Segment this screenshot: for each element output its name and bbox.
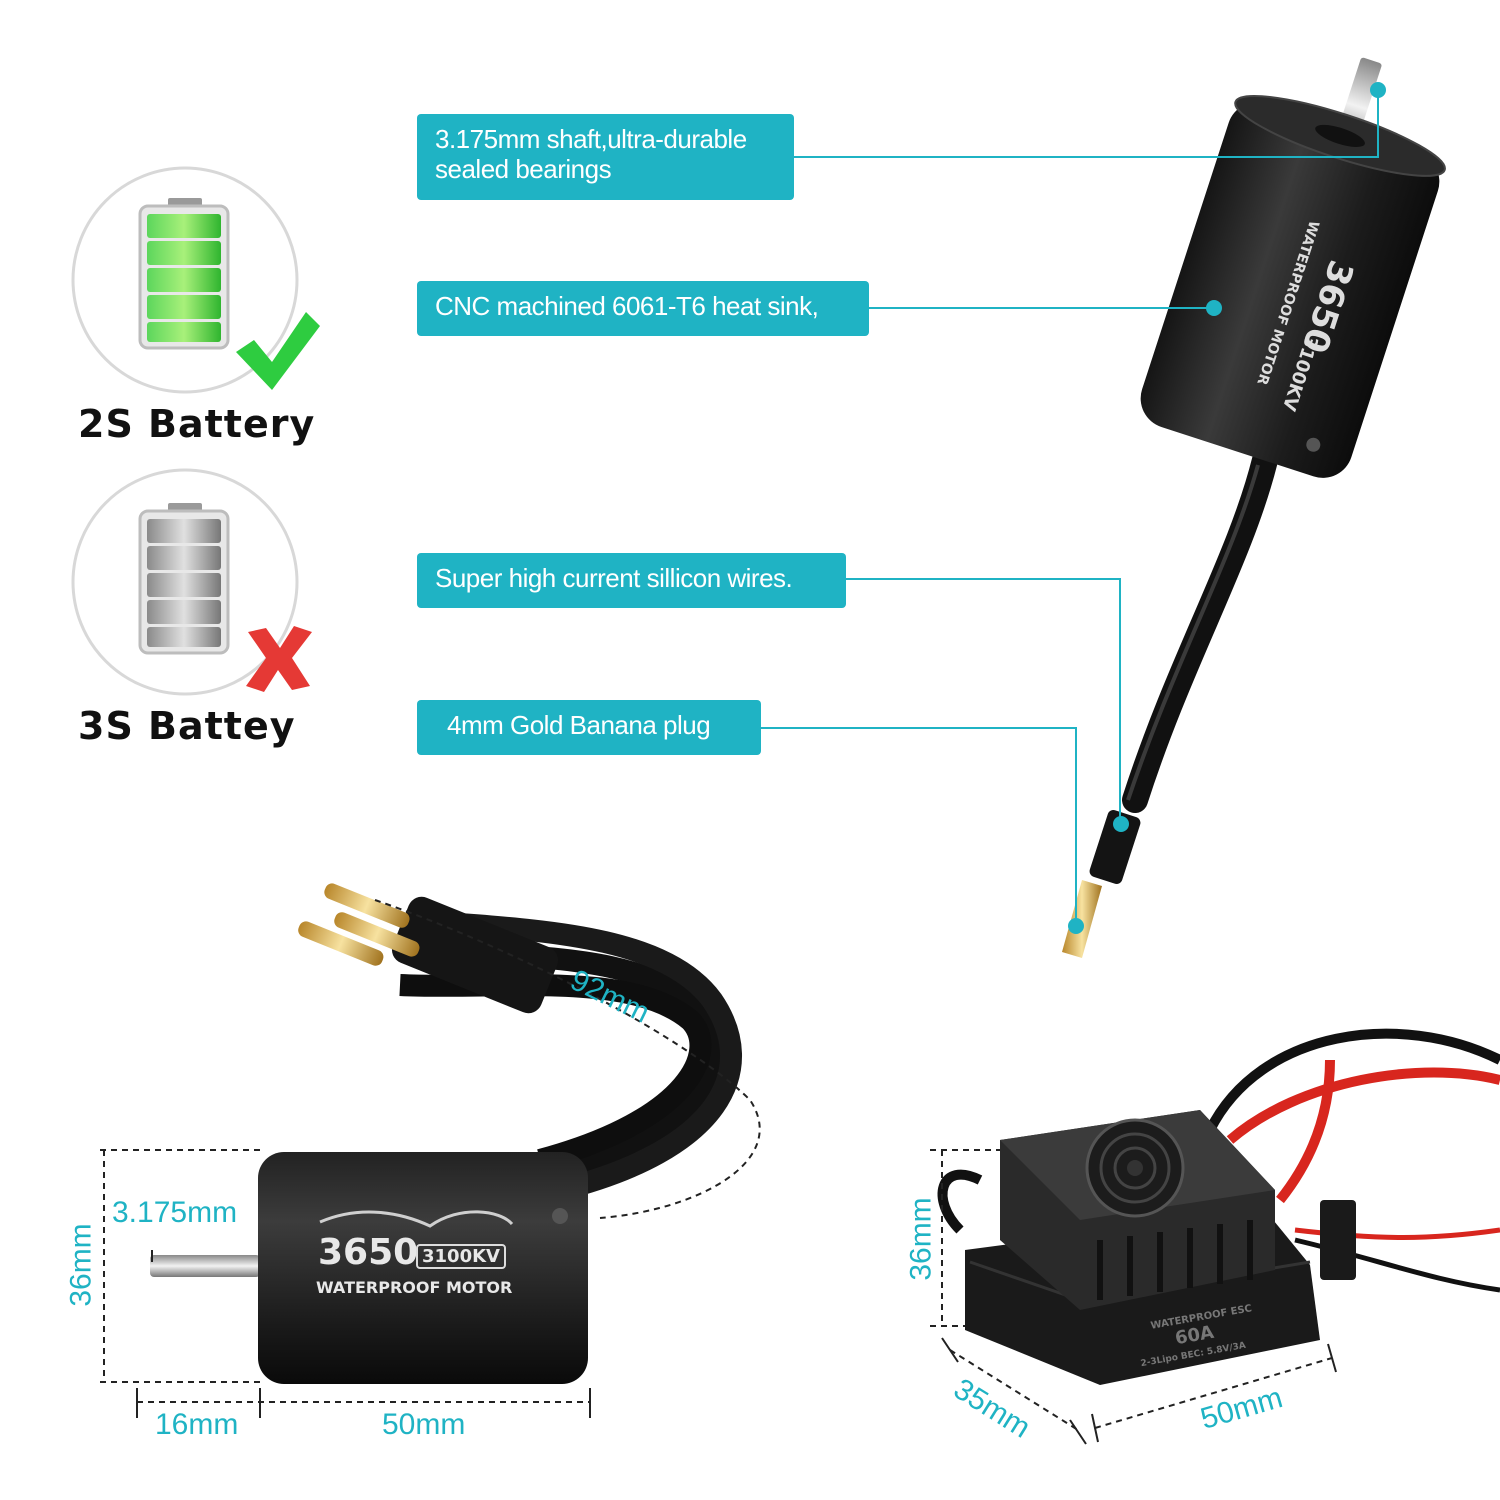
feature-heatsink-tag: CNC machined 6061-T6 heat sink,	[417, 281, 869, 336]
dim-shaft-length: 16mm	[155, 1408, 239, 1441]
feature-plug-text: 4mm Gold Banana plug	[447, 710, 711, 740]
cross-icon	[246, 626, 312, 692]
battery-2s-label: 2S Battery	[78, 402, 316, 446]
check-icon	[236, 312, 320, 390]
dim-esc-height: 36mm	[904, 1197, 938, 1281]
battery-3s-icon	[71, 468, 299, 696]
battery-2s-icon	[71, 166, 299, 394]
feature-heatsink-text: CNC machined 6061-T6 heat sink,	[435, 291, 819, 321]
feature-shaft-tag: 3.175mm shaft,ultra-durable sealed beari…	[417, 114, 794, 200]
feature-wires-tag: Super high current sillicon wires.	[417, 553, 846, 608]
motor-side-image	[150, 883, 743, 1384]
side-motor-dimension-lines	[100, 899, 761, 1418]
motor-top-image	[1062, 57, 1446, 958]
dim-motor-length: 50mm	[382, 1408, 466, 1441]
feature-shaft-text: 3.175mm shaft,ultra-durable sealed beari…	[435, 124, 747, 184]
feature-wires-text: Super high current sillicon wires.	[435, 563, 793, 593]
motor-side-kv: 3100KV	[416, 1244, 506, 1269]
esc-dimension-lines	[930, 1149, 1337, 1445]
esc-image	[937, 1028, 1500, 1385]
dim-shaft-diameter: 3.175mm	[112, 1196, 238, 1229]
motor-side-type: WATERPROOF MOTOR	[316, 1278, 513, 1297]
callout-lines	[760, 82, 1386, 934]
battery-3s-label: 3S Battey	[78, 704, 296, 748]
motor-side-model: 3650	[318, 1232, 419, 1273]
dim-motor-diameter: 36mm	[64, 1223, 98, 1307]
feature-plug-tag: 4mm Gold Banana plug	[417, 700, 761, 755]
